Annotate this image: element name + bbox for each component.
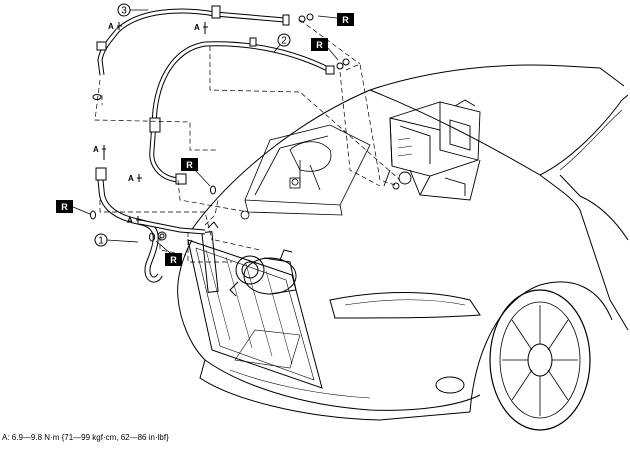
svg-text:R: R <box>186 160 193 170</box>
bolt-a-1: A <box>108 22 122 31</box>
svg-text:R: R <box>170 255 177 265</box>
replace-badge-4: R <box>56 200 91 215</box>
svg-text:A: A <box>93 145 99 154</box>
replace-badge-2: R <box>311 38 339 61</box>
hose-1 <box>95 167 206 283</box>
bolt-a-4: A <box>128 174 142 183</box>
replace-badge-3: R <box>181 158 211 187</box>
hvac-unit <box>383 99 481 201</box>
svg-text:R: R <box>342 15 349 25</box>
svg-text:A: A <box>108 22 114 31</box>
compressor <box>229 249 297 297</box>
svg-text:R: R <box>316 40 323 50</box>
engine-compartment <box>240 124 371 220</box>
condenser <box>187 221 323 389</box>
svg-text:2: 2 <box>281 36 287 47</box>
bolt-a-3: A <box>93 145 106 160</box>
svg-text:A: A <box>194 23 200 32</box>
torque-specification: A: 6.9—9.8 N·m {71—99 kgf·cm, 62—86 in·l… <box>2 433 169 442</box>
bolt-a-2: A <box>194 22 208 34</box>
pipe-3 <box>96 5 314 76</box>
callout-3: 3 <box>117 3 148 17</box>
callout-2: 2 <box>273 33 291 53</box>
svg-text:1: 1 <box>98 236 104 247</box>
svg-text:A: A <box>127 216 133 225</box>
replace-badge-1: R <box>317 13 354 26</box>
svg-text:3: 3 <box>121 6 127 17</box>
pipe-2 <box>149 37 350 185</box>
front-wheel <box>489 289 591 431</box>
callout-1: 1 <box>94 233 139 247</box>
replace-badge-5: R <box>155 240 182 266</box>
leader-lines <box>94 19 401 263</box>
o-rings <box>90 94 216 242</box>
svg-text:R: R <box>61 202 68 212</box>
vehicle-body <box>177 64 629 421</box>
svg-text:A: A <box>128 174 134 183</box>
bolt-a-5: A <box>127 216 141 225</box>
